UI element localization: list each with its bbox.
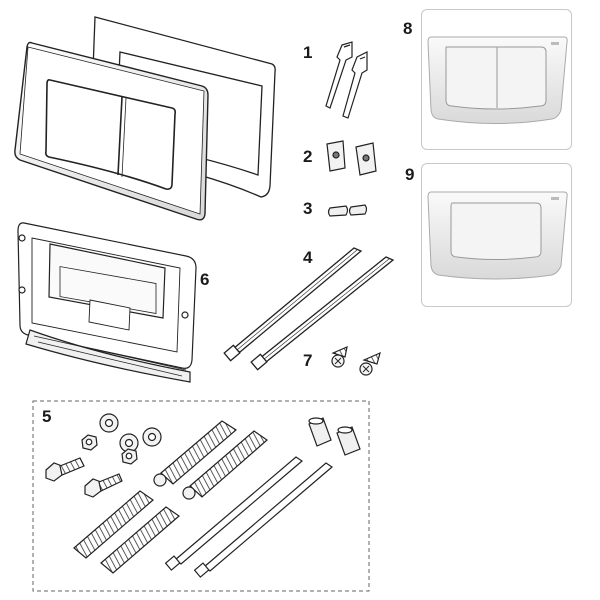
callout-9: 9: [405, 165, 415, 184]
part-5-fasteners: [45, 413, 361, 578]
photo-9-single-plate: [427, 191, 568, 280]
callout-6: 6: [200, 270, 210, 289]
cover-plate-front: [14, 41, 209, 221]
callout-4: 4: [303, 248, 313, 267]
callout-3: 3: [303, 199, 313, 218]
part-5-dashed-frame: [32, 400, 370, 592]
callout-1: 1: [303, 43, 313, 62]
callout-2: 2: [303, 147, 313, 166]
callout-5: 5: [42, 407, 52, 426]
part-4-rods: [223, 247, 395, 371]
photo-8-dual-plate: [427, 36, 568, 124]
part-6-frame: [17, 222, 197, 383]
callout-7: 7: [303, 351, 313, 370]
part-7-screws: [331, 345, 381, 376]
part-1-brackets: [325, 41, 368, 119]
part-2-blocks: [326, 140, 377, 176]
callout-8: 8: [403, 19, 413, 38]
part-3-clips: [327, 204, 368, 217]
